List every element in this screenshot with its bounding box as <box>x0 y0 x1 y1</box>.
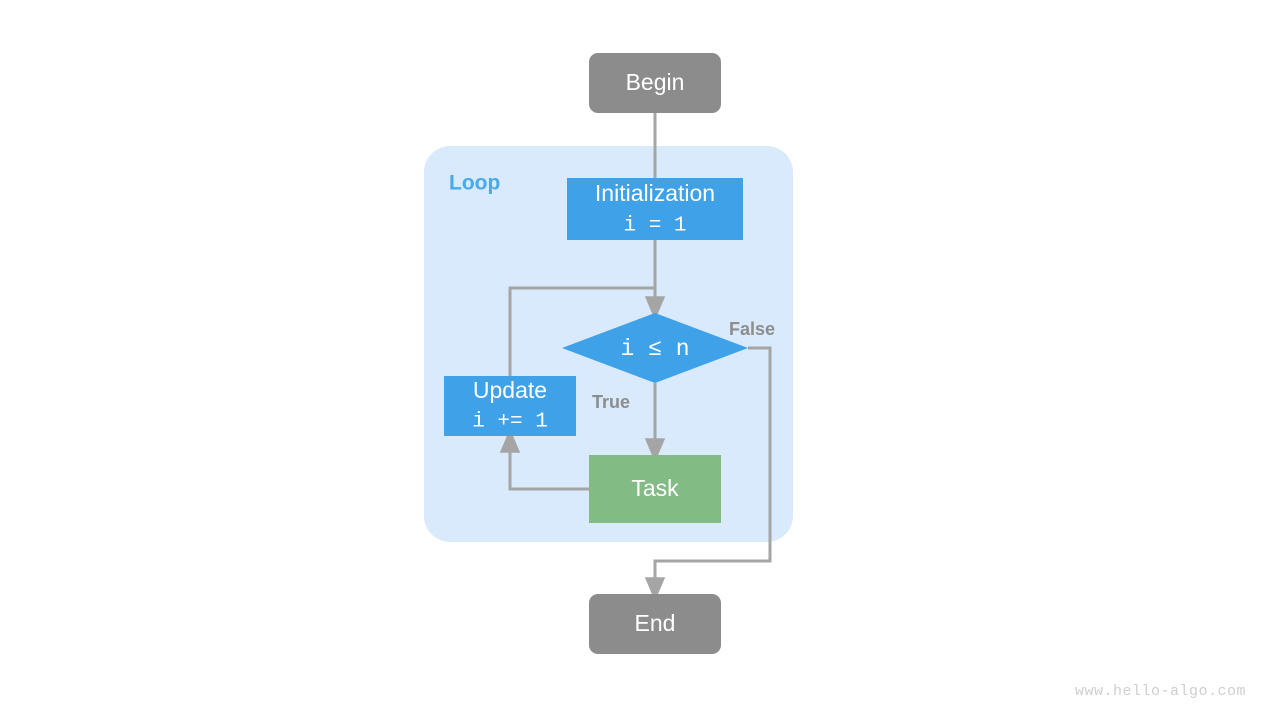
loop-group-label: Loop <box>449 172 500 195</box>
node-begin[interactable]: Begin <box>589 53 721 113</box>
node-update[interactable]: Update i += 1 <box>444 376 576 436</box>
edge-update-to-condition <box>508 286 655 376</box>
node-end-shape <box>589 594 721 654</box>
node-task-label: Task <box>631 475 679 501</box>
node-task[interactable]: Task <box>589 455 721 523</box>
node-initialization[interactable]: Initialization i = 1 <box>567 178 743 240</box>
node-condition-shape <box>562 313 748 383</box>
node-initialization-label: Initialization <box>595 180 715 206</box>
edge-label-true: True <box>592 392 630 412</box>
node-begin-shape <box>589 53 721 113</box>
edge-task-to-update <box>499 428 589 491</box>
node-end-label: End <box>635 610 676 636</box>
node-update-code: i += 1 <box>472 411 548 434</box>
node-initialization-shape <box>567 178 743 240</box>
node-condition-code: i ≤ n <box>620 336 689 362</box>
node-task-shape <box>589 455 721 523</box>
node-begin-label: Begin <box>626 69 685 95</box>
node-condition[interactable]: i ≤ n <box>562 313 748 383</box>
node-update-label: Update <box>473 377 547 403</box>
node-initialization-code: i = 1 <box>623 215 686 238</box>
node-update-shape <box>444 376 576 436</box>
edge-label-false: False <box>729 319 775 339</box>
watermark: www.hello-algo.com <box>1074 683 1246 700</box>
node-end[interactable]: End <box>589 594 721 654</box>
edge-condition-to-end <box>644 346 772 602</box>
